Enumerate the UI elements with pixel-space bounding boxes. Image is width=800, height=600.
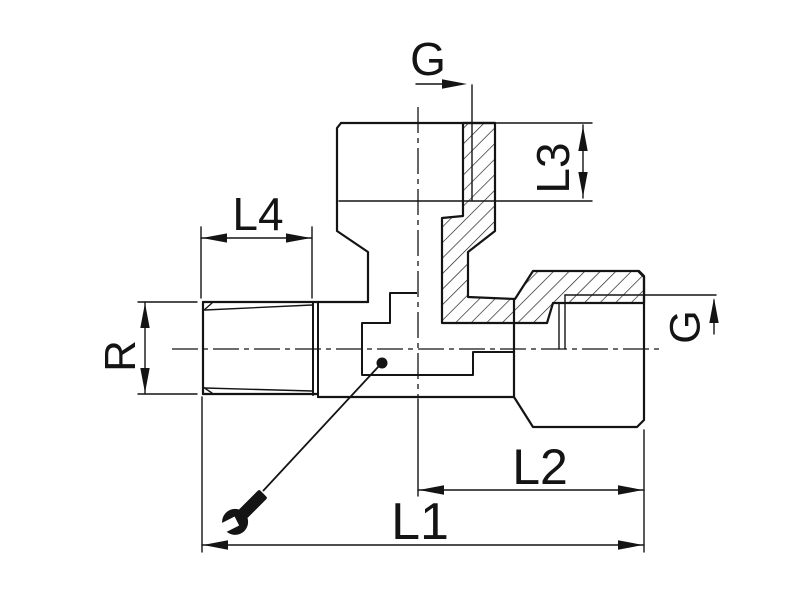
label-dim-l3: L3 bbox=[527, 142, 579, 194]
dimension-arrows bbox=[140, 79, 719, 550]
label-thread-r-left: R bbox=[96, 340, 145, 372]
label-dim-l2: L2 bbox=[512, 439, 568, 495]
center-dot bbox=[376, 357, 388, 369]
wrench-icon bbox=[211, 490, 267, 538]
label-dim-l1: L1 bbox=[391, 493, 449, 551]
label-thread-g-top: G bbox=[410, 33, 446, 85]
thread-details bbox=[202, 84, 717, 394]
wrench-leader bbox=[262, 357, 388, 492]
label-thread-g-right: G bbox=[661, 310, 710, 344]
dimension-lines bbox=[137, 83, 715, 553]
centerlines bbox=[172, 107, 660, 397]
label-dim-l4: L4 bbox=[232, 188, 284, 240]
